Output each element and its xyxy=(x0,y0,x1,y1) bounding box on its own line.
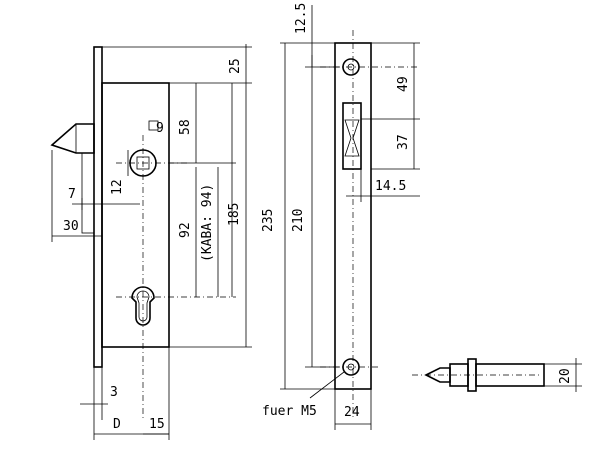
label-14-5: 14.5 xyxy=(375,179,406,194)
label-9: 9 xyxy=(156,121,164,136)
hook-bolt xyxy=(50,123,95,154)
label-30: 30 xyxy=(63,219,79,234)
label-49: 49 xyxy=(396,76,411,92)
label-185: 185 xyxy=(227,203,242,226)
label-20: 20 xyxy=(558,368,573,384)
faceplate-dimensions xyxy=(280,5,420,430)
bolt-opening xyxy=(342,102,362,170)
bolt-rail xyxy=(81,152,95,234)
label-37: 37 xyxy=(396,134,411,150)
label-12-5: 12.5 xyxy=(294,3,309,34)
label-D: D xyxy=(113,417,121,432)
label-15: 15 xyxy=(149,417,165,432)
label-7: 7 xyxy=(68,187,76,202)
label-235: 235 xyxy=(261,209,276,232)
square-9-symbol xyxy=(148,120,159,131)
left-view-dimensions xyxy=(51,44,252,440)
lock-case xyxy=(101,82,170,348)
cylinder-inner xyxy=(136,290,150,322)
cylinder-cutout xyxy=(131,286,155,326)
label-12: 12 xyxy=(110,179,125,195)
label-kaba: (KABA: 94) xyxy=(200,184,215,262)
label-24: 24 xyxy=(344,405,360,420)
label-92: 92 xyxy=(178,222,193,238)
bolt-pin-view xyxy=(412,358,582,392)
hook-bolt-head xyxy=(344,119,360,157)
lock-body-front-view xyxy=(50,46,236,420)
label-25: 25 xyxy=(228,58,243,74)
dimension-labels: 25 58 9 12 7 30 92 (KABA: 94) 185 235 21… xyxy=(63,3,573,432)
label-210: 210 xyxy=(291,209,306,232)
faceplate xyxy=(93,46,103,368)
label-58: 58 xyxy=(178,119,193,135)
screw-note: fuer M5 xyxy=(262,404,317,419)
screw-leader xyxy=(309,371,345,399)
pin-body xyxy=(475,363,545,387)
label-3: 3 xyxy=(110,385,118,400)
